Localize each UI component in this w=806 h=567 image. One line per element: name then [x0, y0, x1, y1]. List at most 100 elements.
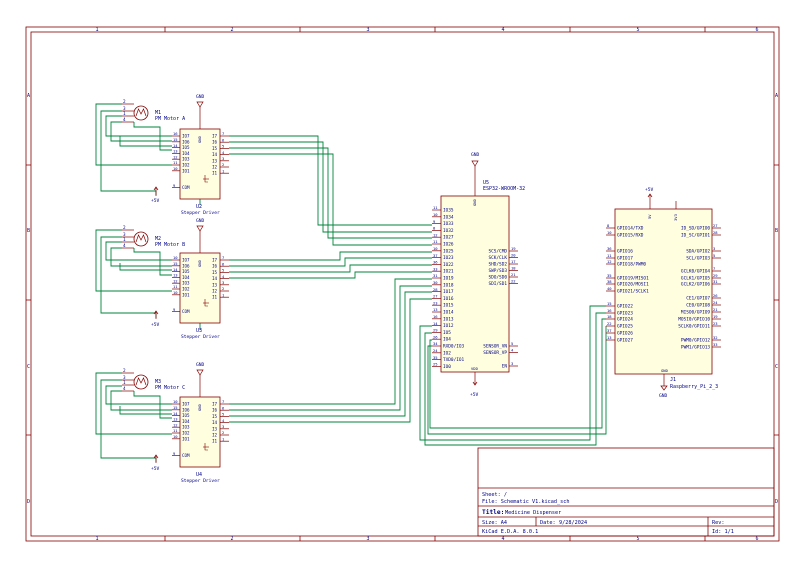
esp32-left-pin-name: IO27 — [443, 235, 454, 241]
date-value: 9/28/2024 — [559, 520, 587, 526]
revision-label: Rev: — [712, 520, 725, 526]
driver-left-pin-number: 13 — [173, 273, 178, 278]
title-block — [477, 447, 775, 537]
driver-right-pin-name: I1 — [212, 439, 218, 444]
driver-right-pin-name: I7 — [212, 258, 218, 263]
rpi-left-pin-number: 16 — [607, 308, 612, 313]
driver-right-pin-number: 2 — [222, 286, 224, 291]
driver-left-pin-name: IO5 — [182, 413, 190, 418]
driver-right-pin-name: I2 — [212, 289, 218, 294]
esp32-left-pin-number: 14 — [433, 321, 438, 326]
esp32-left-pin-name: IO14 — [443, 310, 454, 316]
driver-gnd-pin-name: GND — [197, 259, 202, 267]
driver-left-pin-number: 13 — [173, 149, 178, 154]
driver-left-pin-name: IO5 — [182, 145, 190, 150]
esp32-right-pin-number: 5 — [511, 341, 513, 346]
driver-left-pin-number: 10 — [173, 166, 178, 171]
driver-left-pin-number: 9 — [173, 183, 176, 188]
zone-label-bottom: 4 — [501, 536, 504, 542]
rpi-right-pin-number: 28 — [713, 230, 718, 235]
rpi-body — [614, 208, 713, 375]
wire — [100, 236, 157, 318]
rpi-left-pin-number: 40 — [607, 286, 612, 291]
esp32-right-pin-name: SDO/SD0 — [488, 275, 507, 281]
driver-left-pin-number: 9 — [173, 307, 176, 312]
wire — [229, 153, 432, 246]
rpi-5v-net-label: +5V — [645, 187, 654, 193]
driver-left-pin-name: IO4 — [182, 151, 190, 156]
power-arrow-icon — [153, 454, 159, 459]
power-arrow-icon — [153, 310, 159, 315]
driver-left-pin-name: IO3 — [182, 425, 190, 430]
driver-right-pin-number: 7 — [222, 255, 224, 260]
esp32-right-pin-number: 21 — [511, 272, 516, 277]
esp32-left-pin-number: 23 — [433, 300, 438, 305]
motor-symbol-icon — [133, 374, 149, 390]
wire — [119, 136, 172, 147]
rpi-left-pin-name: GPIO15/RXD — [617, 233, 644, 239]
rpi-left-pin-name: GPIO18/PWM0 — [617, 262, 646, 268]
wire — [105, 385, 172, 405]
rpi-right-pin-name: SCLK0/GPIO11 — [678, 324, 710, 330]
rpi-left-pin-name: GPIO20/MOSI1 — [617, 282, 649, 288]
inner-border — [30, 31, 775, 537]
esp32-left-pin-name: IO4 — [443, 337, 451, 343]
rpi-right-pin-name: MISO0/GPIO9 — [681, 310, 710, 316]
zone-label-left: B — [27, 228, 30, 234]
rpi-left-pin-number: 15 — [607, 301, 612, 306]
rpi-left-pin-number: 8 — [607, 223, 610, 228]
driver-left-pin-number: 10 — [173, 255, 178, 260]
motor-pin-number: 4 — [123, 386, 126, 392]
zone-label-bottom: 3 — [366, 536, 369, 542]
zone-label-right: D — [775, 499, 778, 505]
esp32-left-pin-number: 28 — [433, 287, 438, 292]
driver-left-pin-number: 11 — [173, 284, 178, 289]
wire — [229, 271, 432, 279]
esp32-left-pin-name: IO22 — [443, 262, 454, 268]
esp32-left-pin-name: IO0 — [443, 364, 451, 370]
driver-ref: U4 — [196, 472, 202, 478]
driver-right-pin-number: 6 — [222, 137, 225, 142]
driver-right-pin-name: I4 — [212, 420, 218, 425]
driver-right-pin-number: 2 — [222, 162, 224, 167]
esp32-left-pin-number: 11 — [433, 205, 438, 210]
driver-left-pin-number: 12 — [173, 422, 178, 427]
esp32-left-pin-name: IO32 — [443, 228, 454, 234]
zone-label-right: C — [775, 364, 778, 370]
esp32-left-pin-number: 12 — [433, 232, 438, 237]
power-arrow-icon — [153, 186, 159, 191]
esp32-left-pin-name: IO19 — [443, 276, 454, 282]
esp32-left-pin-name: IO16 — [443, 296, 454, 302]
esp32-right-pin-name: EN — [502, 364, 508, 370]
rpi-left-pin-name: GPIO19/MISO1 — [617, 276, 649, 282]
zone-label-bottom: 5 — [636, 536, 639, 542]
sheet-size: Size: A4 — [482, 520, 507, 526]
esp32-vdd-pin-name: VDD — [471, 366, 479, 371]
esp32-left-pin-number: 10 — [433, 212, 438, 217]
driver-right-pin-name: I5 — [212, 414, 218, 419]
rpi-left-pin-number: 13 — [607, 335, 612, 340]
zone-label-bottom: 1 — [95, 536, 98, 542]
driver-left-pin-number: 14 — [173, 411, 178, 416]
rpi-left-pin-name: GPIO23 — [617, 311, 633, 317]
wire — [105, 241, 172, 261]
wire — [105, 115, 172, 137]
wire — [95, 103, 172, 166]
wire — [100, 379, 157, 462]
esp32-left-pin-name: IO35 — [443, 208, 454, 214]
driver-left-pin-name: IO6 — [182, 407, 190, 412]
driver-right-pin-name: I4 — [212, 276, 218, 281]
rpi-gnd-label: GND — [659, 393, 668, 399]
esp32-vdd-label: +5V — [470, 392, 479, 398]
rpi-left-pin-name: GPIO25 — [617, 324, 633, 330]
driver-right-pin-number: 5 — [222, 144, 224, 149]
esp32-left-pin-name: IO21 — [443, 269, 454, 275]
driver-right-pin-number: 4 — [222, 274, 225, 279]
driver-left-pin-name: IO1 — [182, 436, 190, 441]
wire — [133, 122, 172, 151]
zone-label-left: D — [27, 499, 30, 505]
driver-left-pin-name: IO3 — [182, 157, 190, 162]
